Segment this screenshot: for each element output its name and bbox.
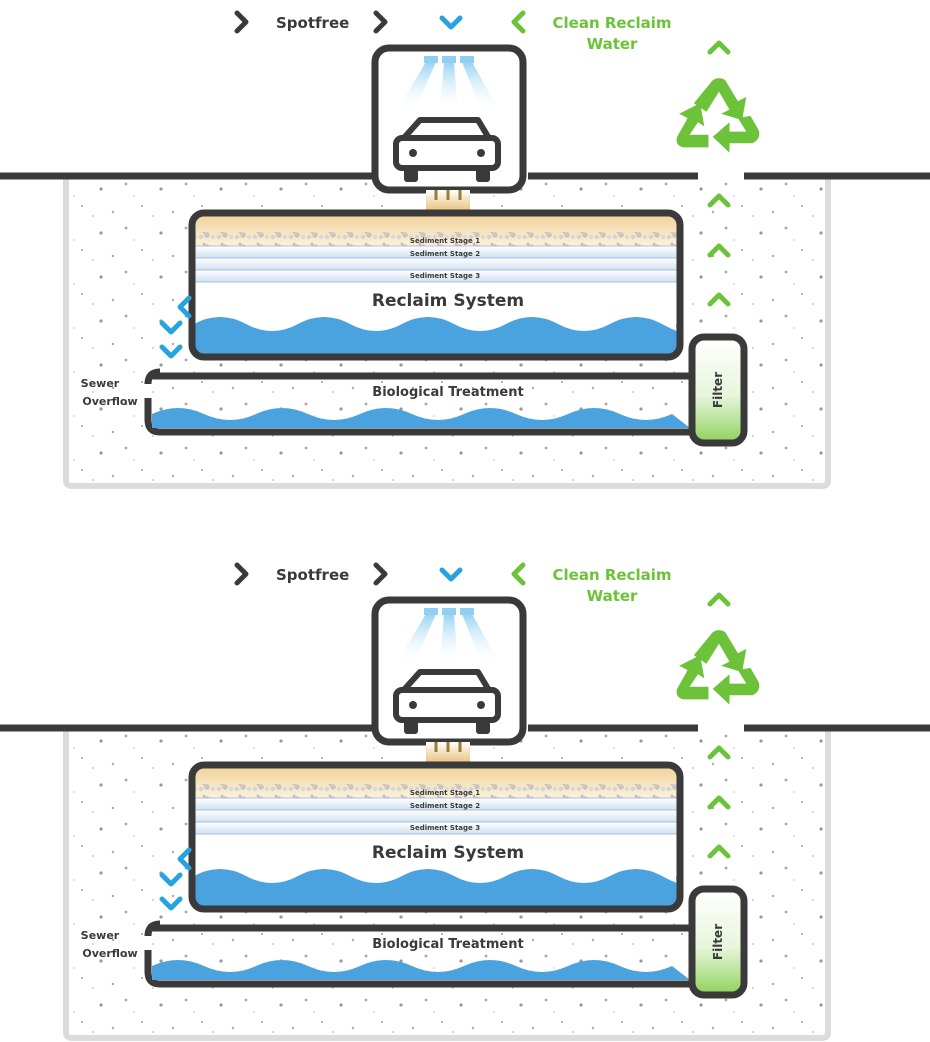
chevron-down-icon xyxy=(442,18,460,27)
biological-treatment-label: Biological Treatment xyxy=(372,937,523,952)
spotfree-label: Spotfree xyxy=(276,566,349,584)
chevron-left-icon xyxy=(514,13,523,31)
sewer-label: Sewer xyxy=(81,377,120,390)
chevron-right-icon xyxy=(237,13,246,31)
diagram-top: Spotfree Clean Reclaim Water xyxy=(0,13,930,489)
reclaim-tank: Sediment Stage 1 Sediment Stage 2 Sedime… xyxy=(188,209,684,361)
reclaim-tank: Sediment Stage 1 Sediment Stage 2 Sedime… xyxy=(188,761,684,913)
sediment-stage-3-label: Sediment Stage 3 xyxy=(410,824,480,832)
sewer-label: Sewer xyxy=(81,929,120,942)
recycle-icon xyxy=(676,78,760,153)
chevron-up-icon xyxy=(710,595,728,604)
water-label: Water xyxy=(587,587,638,605)
chevron-left-icon xyxy=(514,565,523,583)
overflow-label: Overflow xyxy=(82,947,137,960)
water-label: Water xyxy=(587,35,638,53)
sediment-stage-1-label: Sediment Stage 1 xyxy=(410,789,480,797)
filter-label: Filter xyxy=(711,924,725,960)
filter-label: Filter xyxy=(711,372,725,408)
chevron-right-icon xyxy=(376,13,385,31)
chevron-right-icon xyxy=(376,565,385,583)
sediment-stage-2-label: Sediment Stage 2 xyxy=(410,250,480,258)
recycle-icon xyxy=(676,630,760,705)
sediment-stage-1-label: Sediment Stage 1 xyxy=(410,237,480,245)
clean-reclaim-label: Clean Reclaim xyxy=(553,14,672,32)
filter-unit: Filter xyxy=(688,885,748,999)
chevron-right-icon xyxy=(237,565,246,583)
biological-treatment-tank: Biological Treatment xyxy=(144,920,690,988)
spotfree-label: Spotfree xyxy=(276,14,349,32)
car-icon xyxy=(393,669,501,734)
reclaim-system-label: Reclaim System xyxy=(372,291,524,311)
sediment-stage-3-label: Sediment Stage 3 xyxy=(410,272,480,280)
car-icon xyxy=(393,117,501,182)
clean-reclaim-label: Clean Reclaim xyxy=(553,566,672,584)
biological-treatment-tank: Biological Treatment xyxy=(144,368,690,436)
sediment-stage-2-label: Sediment Stage 2 xyxy=(410,802,480,810)
filter-unit: Filter xyxy=(688,333,748,447)
diagram-bottom: Spotfree Clean Reclaim Water xyxy=(0,565,930,1041)
overflow-label: Overflow xyxy=(82,395,137,408)
chevron-down-icon xyxy=(442,570,460,579)
biological-treatment-label: Biological Treatment xyxy=(372,385,523,400)
reclaim-system-label: Reclaim System xyxy=(372,843,524,863)
chevron-up-icon xyxy=(710,43,728,52)
